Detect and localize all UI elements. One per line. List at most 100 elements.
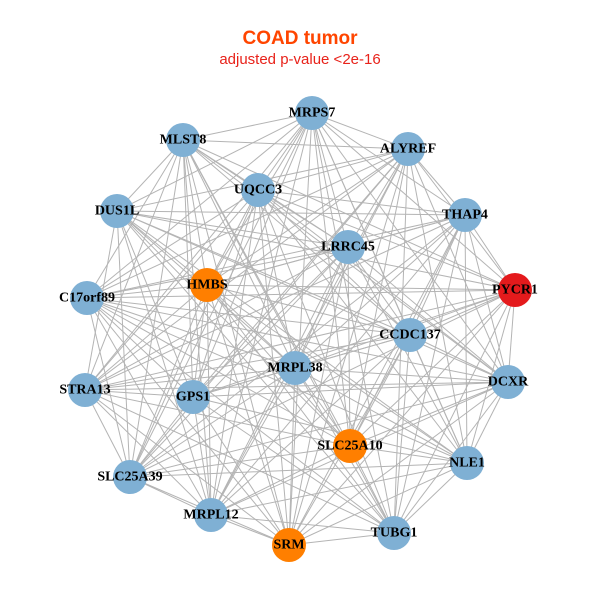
node-circle[interactable] bbox=[295, 96, 329, 130]
edge-DUS1L-DCXR bbox=[116, 210, 509, 383]
node-NLE1[interactable]: NLE1 bbox=[449, 446, 485, 480]
edge-CCDC137-TUBG1 bbox=[393, 334, 411, 534]
chart-subtitle: adjusted p-value <2e-16 bbox=[219, 51, 381, 68]
edge-THAP4-MRPL38 bbox=[294, 214, 466, 369]
node-TUBG1[interactable]: TUBG1 bbox=[371, 516, 418, 550]
edge-GPS1-NLE1 bbox=[192, 396, 468, 464]
node-circle[interactable] bbox=[393, 318, 427, 352]
edge-CCDC137-SLC25A10 bbox=[349, 334, 411, 447]
edge-ALYREF-SRM bbox=[288, 148, 409, 546]
edge-SLC25A10-SLC25A39 bbox=[129, 445, 351, 478]
edge-NLE1-SRM bbox=[288, 462, 468, 546]
node-circle[interactable] bbox=[194, 498, 228, 532]
edge-LRRC45-CCDC137 bbox=[347, 246, 411, 336]
node-THAP4[interactable]: THAP4 bbox=[442, 198, 488, 232]
edge-UQCC3-SRM bbox=[257, 189, 290, 546]
node-circle[interactable] bbox=[448, 198, 482, 232]
node-label: LRRC45 bbox=[321, 240, 375, 255]
edge-MRPS7-DCXR bbox=[311, 112, 509, 383]
node-GPS1[interactable]: GPS1 bbox=[176, 380, 210, 414]
edge-MRPS7-ALYREF bbox=[311, 112, 409, 150]
node-SLC25A10[interactable]: SLC25A10 bbox=[317, 429, 383, 463]
node-circle[interactable] bbox=[450, 446, 484, 480]
edge-THAP4-MRPL12 bbox=[210, 214, 466, 516]
edge-MLST8-HMBS bbox=[182, 139, 208, 286]
edge-MLST8-CCDC137 bbox=[182, 139, 411, 336]
edge-STRA13-DCXR bbox=[84, 381, 509, 391]
node-STRA13[interactable]: STRA13 bbox=[59, 373, 111, 407]
edge-C17orf89-DCXR bbox=[86, 297, 509, 383]
edge-UQCC3-CCDC137 bbox=[257, 189, 411, 336]
node-UQCC3[interactable]: UQCC3 bbox=[234, 173, 282, 207]
node-circle[interactable] bbox=[377, 516, 411, 550]
edge-MRPS7-PYCR1 bbox=[311, 112, 516, 291]
edge-PYCR1-GPS1 bbox=[192, 289, 516, 398]
node-MRPS7[interactable]: MRPS7 bbox=[289, 96, 336, 130]
node-circle[interactable] bbox=[241, 173, 275, 207]
node-DUS1L[interactable]: DUS1L bbox=[95, 194, 139, 228]
node-SRM[interactable]: SRM bbox=[272, 528, 306, 562]
node-circle[interactable] bbox=[278, 351, 312, 385]
edge-MLST8-ALYREF bbox=[182, 139, 409, 150]
node-PYCR1[interactable]: PYCR1 bbox=[492, 273, 538, 307]
edges bbox=[84, 112, 516, 546]
node-MRPL12[interactable]: MRPL12 bbox=[183, 498, 239, 532]
edge-LRRC45-MRPL38 bbox=[294, 246, 349, 369]
node-ALYREF[interactable]: ALYREF bbox=[380, 132, 436, 166]
node-LRRC45[interactable]: LRRC45 bbox=[321, 230, 375, 264]
edge-MRPL38-DCXR bbox=[294, 367, 509, 383]
edge-HMBS-PYCR1 bbox=[206, 284, 516, 291]
node-C17orf89[interactable]: C17orf89 bbox=[59, 281, 115, 315]
edge-MRPS7-STRA13 bbox=[84, 112, 313, 391]
node-circle[interactable] bbox=[100, 194, 134, 228]
node-label: MRPL38 bbox=[267, 361, 322, 376]
node-SLC25A39[interactable]: SLC25A39 bbox=[97, 460, 163, 494]
edge-GPS1-SRM bbox=[192, 396, 290, 546]
edge-CCDC137-DCXR bbox=[409, 334, 509, 383]
edge-MRPS7-SRM bbox=[288, 112, 313, 546]
edge-MRPL38-STRA13 bbox=[84, 367, 296, 391]
node-MLST8[interactable]: MLST8 bbox=[160, 123, 207, 157]
edge-ALYREF-NLE1 bbox=[407, 148, 468, 464]
node-circle[interactable] bbox=[331, 230, 365, 264]
node-DCXR[interactable]: DCXR bbox=[488, 365, 529, 399]
node-CCDC137[interactable]: CCDC137 bbox=[379, 318, 441, 352]
edge-UQCC3-PYCR1 bbox=[257, 189, 516, 291]
node-circle[interactable] bbox=[68, 373, 102, 407]
edge-NLE1-MRPL12 bbox=[210, 462, 468, 516]
node-label: SLC25A10 bbox=[317, 439, 382, 454]
edge-PYCR1-NLE1 bbox=[466, 289, 516, 464]
edge-ALYREF-HMBS bbox=[206, 148, 409, 286]
edge-DCXR-GPS1 bbox=[192, 381, 509, 398]
edge-PYCR1-SLC25A10 bbox=[349, 289, 516, 447]
edge-C17orf89-SRM bbox=[86, 297, 290, 546]
node-circle[interactable] bbox=[70, 281, 104, 315]
edge-MRPL38-SRM bbox=[288, 367, 296, 546]
node-label: SLC25A39 bbox=[97, 470, 162, 485]
node-circle[interactable] bbox=[498, 273, 532, 307]
edge-DUS1L-CCDC137 bbox=[116, 210, 411, 336]
edge-TUBG1-SRM bbox=[288, 532, 395, 546]
node-circle[interactable] bbox=[113, 460, 147, 494]
edge-PYCR1-SRM bbox=[288, 289, 516, 546]
node-label: DUS1L bbox=[95, 204, 139, 219]
edge-DCXR-SRM bbox=[288, 381, 509, 546]
node-circle[interactable] bbox=[190, 268, 224, 302]
edge-LRRC45-SRM bbox=[288, 246, 349, 546]
node-circle[interactable] bbox=[391, 132, 425, 166]
edge-SLC25A10-MRPL12 bbox=[210, 445, 351, 516]
node-circle[interactable] bbox=[333, 429, 367, 463]
node-label: C17orf89 bbox=[59, 291, 115, 306]
node-label: MRPS7 bbox=[289, 106, 336, 121]
edge-MRPL12-TUBG1 bbox=[210, 514, 395, 534]
node-circle[interactable] bbox=[491, 365, 525, 399]
node-label: NLE1 bbox=[449, 456, 485, 471]
edge-THAP4-NLE1 bbox=[464, 214, 468, 464]
edge-MRPL38-NLE1 bbox=[294, 367, 468, 464]
node-MRPL38[interactable]: MRPL38 bbox=[267, 351, 323, 385]
edge-DUS1L-GPS1 bbox=[116, 210, 194, 398]
node-circle[interactable] bbox=[272, 528, 306, 562]
node-HMBS[interactable]: HMBS bbox=[186, 268, 228, 302]
node-circle[interactable] bbox=[166, 123, 200, 157]
node-circle[interactable] bbox=[176, 380, 210, 414]
